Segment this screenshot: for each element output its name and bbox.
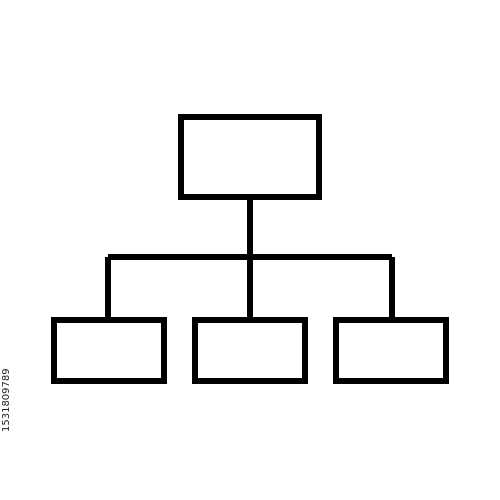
middle-child-node-box	[192, 317, 308, 384]
image-id-text: 1531809789	[1, 368, 12, 432]
top-node-box	[178, 114, 322, 200]
left-child-node-box	[51, 317, 167, 384]
right-child-node-box	[333, 317, 449, 384]
